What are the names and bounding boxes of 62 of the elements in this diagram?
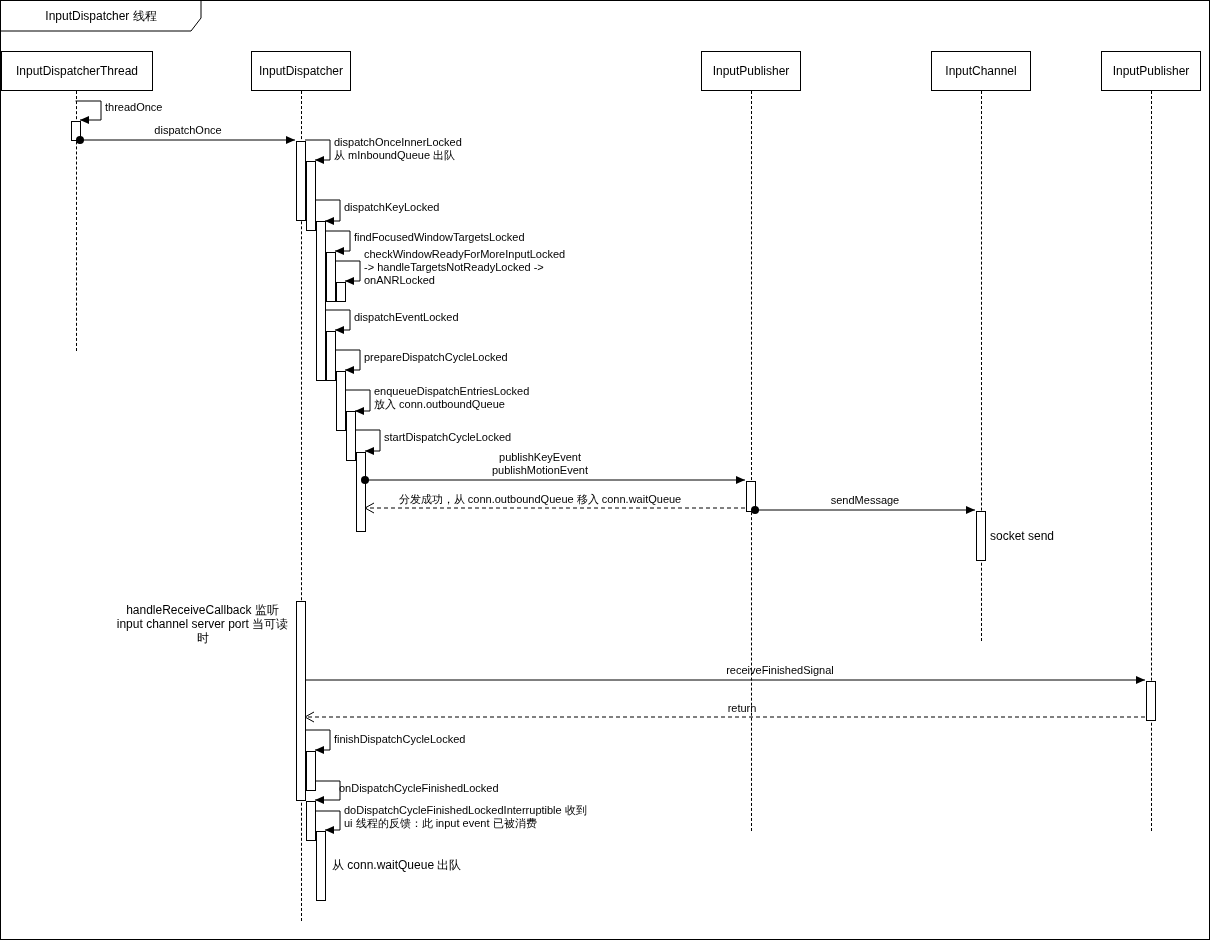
self-call-arrow — [344, 389, 371, 415]
message-arrow — [76, 136, 296, 144]
activation-bar — [346, 411, 356, 461]
activation-bar — [306, 801, 316, 841]
edge-label: dispatchKeyLocked — [344, 201, 440, 214]
self-call-arrow — [324, 230, 351, 255]
activation-bar — [306, 161, 316, 231]
activation-bar — [356, 452, 366, 532]
edge-label: checkWindowReadyForMoreInputLocked -> handleTargetsNotReadyLocked -> onANRLocked — [364, 248, 567, 287]
activation-note: socket send — [990, 529, 1055, 543]
self-call-arrow — [75, 100, 102, 124]
activation-bar — [296, 601, 306, 801]
activation-bar — [976, 511, 986, 561]
lifeline-header: InputPublisher — [701, 51, 801, 91]
edge-label: finishDispatchCycleLocked — [334, 733, 466, 746]
activation-bar — [336, 371, 346, 431]
edge-label: findFocusedWindowTargetsLocked — [354, 231, 525, 244]
return-arrow — [364, 502, 746, 514]
activation-bar — [306, 751, 316, 791]
activation-note: handleReceiveCallback 监听 input channel server port 当可读时 — [115, 603, 290, 645]
edge-label: return — [727, 702, 757, 715]
activation-bar — [316, 831, 326, 901]
message-arrow — [751, 506, 976, 514]
activation-bar — [326, 331, 336, 381]
self-call-arrow — [334, 349, 361, 374]
self-call-arrow — [314, 199, 341, 225]
self-call-arrow — [304, 729, 331, 754]
edge-label: 分发成功，从 conn.outboundQueue 移入 conn.waitQueue — [398, 493, 682, 506]
edge-label: sendMessage — [830, 494, 900, 507]
edge-label: dispatchEventLocked — [354, 311, 459, 324]
lifeline-header: InputDispatcher — [251, 51, 351, 91]
activation-bar — [296, 141, 306, 221]
self-call-arrow — [314, 780, 341, 804]
activation-bar — [326, 252, 336, 302]
edge-label: publishKeyEvent publishMotionEvent — [491, 451, 589, 477]
self-call-arrow — [354, 429, 381, 455]
message-arrow — [361, 476, 746, 484]
activation-bar — [71, 121, 81, 141]
self-call-arrow — [334, 260, 361, 285]
activation-bar — [1146, 681, 1156, 721]
edge-label: dispatchOnceInnerLocked 从 mInboundQueue 出队 — [334, 136, 463, 162]
edge-label: dispatchOnce — [154, 124, 222, 137]
edge-label: onDispatchCycleFinishedLocked — [339, 782, 499, 795]
edge-label: enqueueDispatchEntriesLocked 放入 conn.outboundQueue — [374, 385, 531, 411]
edge-label: doDispatchCycleFinishedLockedInterruptible 收到 ui 线程的反馈：此 input event 已被消费 — [344, 804, 588, 830]
self-call-arrow — [324, 309, 351, 334]
lifeline-header: InputDispatcherThread — [1, 51, 153, 91]
self-call-arrow — [304, 139, 331, 164]
activation-bar — [336, 282, 346, 302]
edge-label: receiveFinishedSignal — [726, 664, 834, 677]
lifeline-header: InputPublisher — [1101, 51, 1201, 91]
frame-title: InputDispatcher 线程 — [44, 9, 158, 24]
message-arrow — [304, 676, 1146, 684]
lifeline-header: InputChannel — [931, 51, 1031, 91]
edge-label: startDispatchCycleLocked — [384, 431, 512, 444]
return-arrow — [304, 711, 1146, 723]
activation-note: 从 conn.waitQueue 出队 — [332, 858, 462, 872]
edge-label: threadOnce — [105, 101, 163, 114]
self-call-arrow — [314, 810, 341, 834]
edge-label: prepareDispatchCycleLocked — [364, 351, 508, 364]
activation-bar — [316, 221, 326, 381]
activation-bar — [746, 481, 756, 512]
